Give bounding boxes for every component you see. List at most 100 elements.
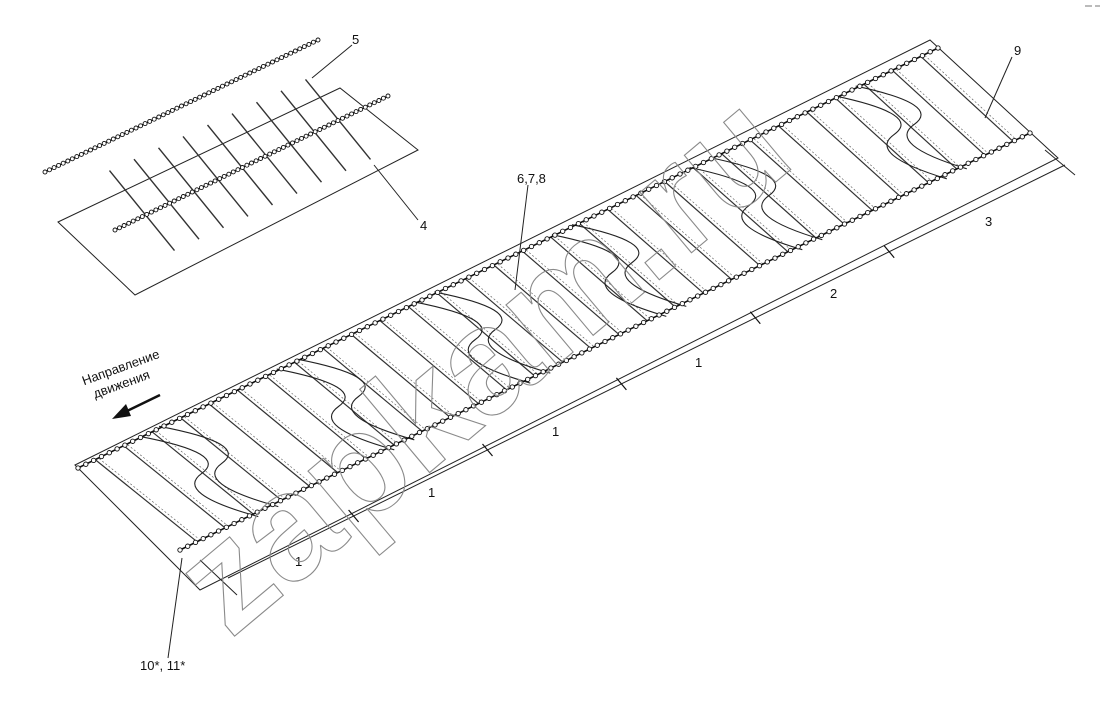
chain-link [208, 180, 214, 186]
slat-detail [184, 416, 286, 500]
strap-edge [296, 358, 415, 441]
inset-slat [133, 158, 200, 240]
inset-slats [108, 78, 372, 252]
chain-link [685, 167, 691, 173]
strap-edge [138, 435, 259, 518]
dimension-main-line [227, 164, 1066, 579]
chain-link [1011, 137, 1018, 144]
chain-link [378, 448, 384, 455]
chain-link [47, 167, 52, 173]
chain-link [348, 331, 355, 338]
chain-link [849, 87, 855, 93]
slat-detail [298, 361, 399, 445]
chain-link [253, 158, 259, 164]
callout-6-7-8: 6,7,8 [517, 171, 546, 186]
chain-link [646, 186, 652, 192]
slat [237, 389, 339, 474]
chain-link [197, 94, 203, 100]
direction-arrow-icon [112, 393, 161, 419]
chain-link [274, 57, 280, 63]
strap-edge [855, 85, 967, 170]
slat [664, 181, 761, 267]
inset-belt-plate [57, 87, 419, 296]
chain-link [749, 266, 755, 273]
chain-link [317, 127, 323, 132]
strap-edge [414, 301, 531, 384]
chain-link [393, 441, 400, 447]
chain-link [548, 365, 554, 371]
chain-link [841, 221, 848, 227]
slat [123, 445, 226, 529]
direction-caption: Направление движения [80, 346, 161, 401]
chain-link [625, 327, 631, 333]
chain-link [294, 358, 300, 364]
slat-detail [412, 305, 511, 390]
chain-link [290, 140, 295, 146]
chain-link [302, 354, 308, 360]
chain-link [326, 122, 332, 128]
chain-link [285, 142, 291, 148]
chain-link [83, 461, 89, 467]
dimension-label-1: 1 [695, 355, 702, 370]
chain-link [179, 103, 184, 109]
chain-link [825, 98, 832, 105]
chain-link [247, 381, 253, 387]
chain-link [158, 205, 163, 211]
inset-chains [42, 37, 391, 233]
chain-link [119, 132, 125, 138]
chain-link [98, 453, 105, 460]
chain-link [372, 320, 378, 326]
chain-link [147, 118, 153, 124]
chain-link [695, 293, 701, 299]
slat [493, 264, 592, 349]
chain-link [1027, 130, 1033, 136]
chain-link [215, 85, 221, 91]
strap-edge [434, 291, 551, 374]
chain-link [254, 509, 260, 515]
chain-link [617, 331, 624, 337]
leader-lines [167, 44, 1013, 659]
chain-link [610, 335, 616, 341]
chain-link [926, 179, 933, 185]
chain-link [306, 41, 312, 47]
chain-link [638, 190, 644, 196]
chain-link [249, 160, 254, 166]
chain-link [787, 247, 794, 254]
chain-link [185, 191, 191, 197]
slat [550, 236, 648, 322]
chain-link [124, 129, 130, 135]
chain-link [834, 225, 840, 231]
chain-link [614, 201, 621, 208]
chain-link [376, 98, 382, 103]
chain-link [184, 411, 191, 418]
chain-link [911, 187, 917, 193]
chain-link [756, 263, 763, 269]
chain-link [778, 121, 785, 128]
chain-link [780, 251, 786, 257]
chain-link [300, 486, 307, 492]
chain-link [702, 289, 709, 295]
chain-link [189, 189, 195, 195]
chain-link [167, 200, 173, 206]
chain-link [115, 134, 121, 140]
chain-link [206, 90, 212, 96]
chain-link [771, 125, 777, 131]
chain-link [733, 274, 740, 280]
chain-link [246, 513, 253, 519]
slat-detail [668, 180, 764, 265]
chain-link [904, 60, 910, 66]
chain-link [370, 452, 376, 458]
chain-link [367, 102, 373, 108]
chain-link [888, 68, 894, 74]
chain-link [198, 185, 204, 191]
chain-link [494, 391, 500, 398]
chain-link [122, 442, 128, 448]
chain-link [818, 232, 825, 239]
chain-link [251, 68, 257, 74]
chain-link [169, 107, 175, 113]
chain-link [772, 255, 778, 261]
chain-link [239, 165, 245, 170]
chain-link [309, 350, 316, 357]
chain-link [497, 259, 503, 265]
slat-detail [355, 333, 455, 417]
